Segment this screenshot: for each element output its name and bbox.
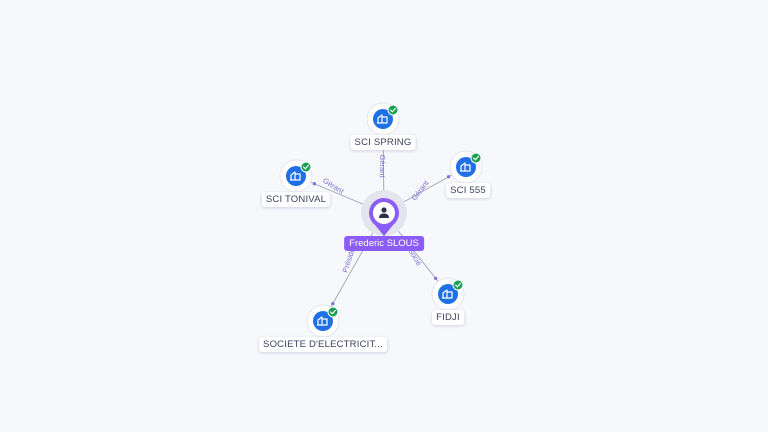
node-label-sci-tonival[interactable]: SCI TONIVAL [261, 192, 331, 207]
edge-arrow-sci-tonival [312, 182, 317, 186]
building-glyph [460, 162, 471, 172]
edge-arrow-societe-electricite [331, 301, 335, 306]
node-label-sci-555[interactable]: SCI 555 [446, 183, 490, 198]
edge-label-sci-555: Gérant [409, 178, 431, 202]
company-building-icon [313, 311, 333, 331]
company-node-sci-spring[interactable] [366, 102, 400, 136]
company-node-sci-tonival[interactable] [279, 159, 313, 193]
center-inner [373, 202, 395, 224]
verified-check-icon [300, 161, 312, 173]
person-icon [381, 207, 387, 213]
verified-check-icon [327, 306, 339, 318]
building-glyph [377, 114, 388, 124]
node-label-sci-spring[interactable]: SCI SPRING [350, 135, 416, 150]
verified-check-icon [452, 279, 464, 291]
company-building-icon [456, 157, 476, 177]
edge-label-sci-spring: Gérant [378, 155, 387, 179]
person-body [379, 213, 389, 218]
check-mark [390, 107, 396, 113]
company-node-societe-electricite[interactable] [306, 304, 340, 338]
center-person-label[interactable]: Frederic SLOUS [344, 236, 424, 251]
company-node-sci-555[interactable] [449, 150, 483, 184]
company-node-fidji[interactable] [431, 277, 465, 311]
node-label-fidji[interactable]: FIDJI [432, 310, 464, 325]
verified-check-icon [470, 152, 482, 164]
company-building-icon [286, 166, 306, 186]
check-mark [303, 164, 309, 170]
check-mark [473, 155, 479, 161]
building-glyph [290, 171, 301, 181]
check-mark [455, 282, 461, 288]
company-building-icon [373, 109, 393, 129]
edge-arrow-fidji [434, 276, 438, 280]
edge-arrow-sci-555 [446, 175, 451, 179]
building-glyph [317, 316, 328, 326]
verified-check-icon [387, 104, 399, 116]
company-building-icon [438, 284, 458, 304]
check-mark [330, 309, 336, 315]
node-label-societe-electricite[interactable]: SOCIETE D'ELECTRICIT... [259, 337, 387, 352]
center-person-node[interactable] [361, 190, 407, 236]
building-glyph [442, 289, 453, 299]
